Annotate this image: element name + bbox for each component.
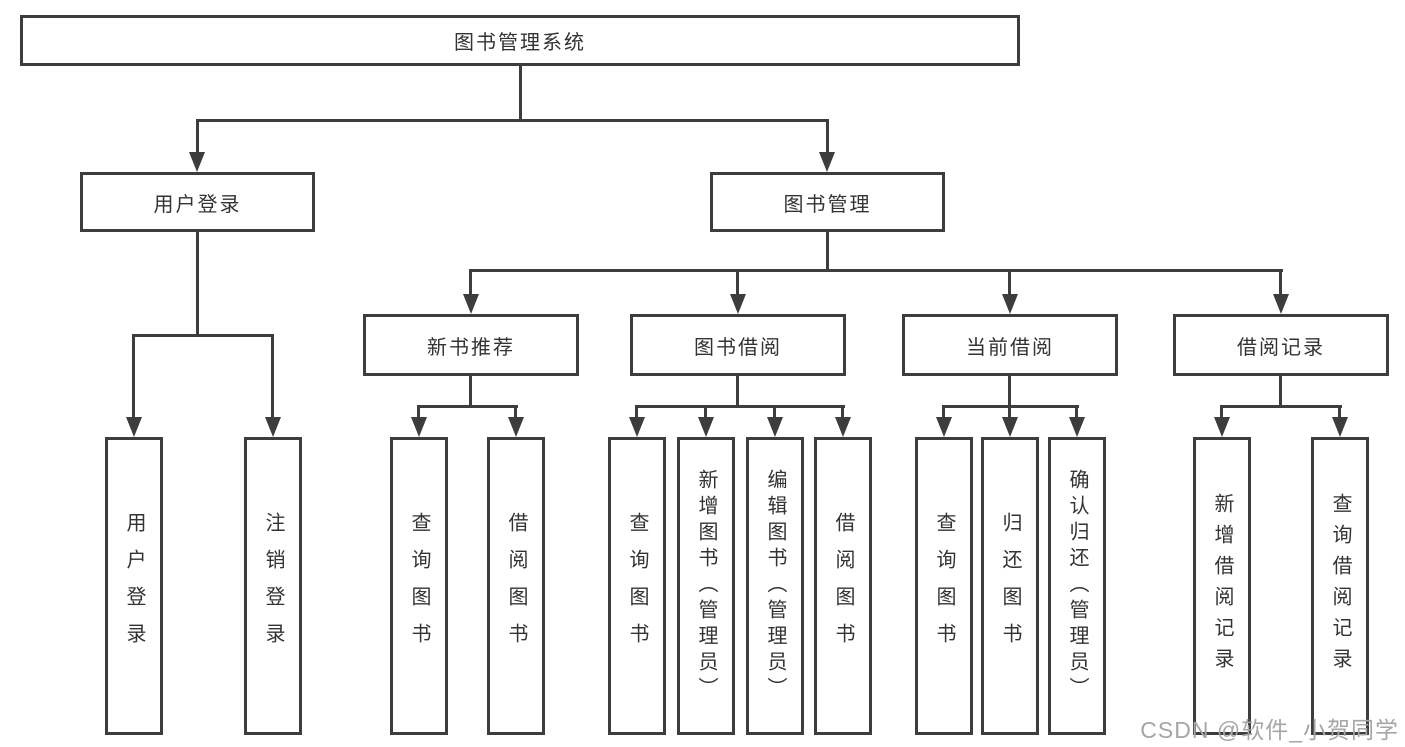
arrowhead-down-icon <box>411 417 427 437</box>
leaf-label: 查询图书 <box>626 512 648 660</box>
node-user-login: 用户登录 <box>80 172 315 232</box>
connector-line <box>826 119 829 154</box>
csdn-watermark: CSDN @软件_小贺同学 <box>1140 717 1399 743</box>
connector-line <box>196 232 199 337</box>
arrowhead-down-icon <box>1214 417 1230 437</box>
arrowhead-down-icon <box>629 417 645 437</box>
arrowhead-down-icon <box>1002 294 1018 314</box>
node-new-book-recommend-label: 新书推荐 <box>427 336 515 359</box>
connector-line <box>1008 269 1011 296</box>
connector-line <box>704 405 707 419</box>
connector-line <box>196 119 829 122</box>
node-borrow-records-label: 借阅记录 <box>1237 336 1325 359</box>
leaf-logout: 注销登录 <box>244 437 302 735</box>
leaf-user-login: 用户登录 <box>105 437 163 735</box>
connector-line <box>736 269 739 296</box>
connector-line <box>132 334 135 418</box>
leaf-label: 归还图书 <box>999 512 1021 660</box>
connector-line <box>635 405 638 419</box>
arrowhead-down-icon <box>1002 417 1018 437</box>
leaf-search-books: 查询图书 <box>390 437 448 735</box>
leaf-label: 查询借阅记录 <box>1329 493 1351 679</box>
node-book-borrow-label: 图书借阅 <box>694 336 782 359</box>
node-user-login-label: 用户登录 <box>153 193 242 216</box>
leaf-label: 编辑图书（管理员） <box>764 469 786 703</box>
connector-line <box>773 405 776 419</box>
arrowhead-down-icon <box>265 417 281 437</box>
node-current-borrow-label: 当前借阅 <box>966 336 1054 359</box>
arrowhead-down-icon <box>1273 294 1289 314</box>
connector-line <box>1338 405 1341 419</box>
leaf-confirm-return-admin: 确认归还（管理员） <box>1048 437 1106 735</box>
connector-line <box>1008 376 1011 408</box>
arrowhead-down-icon <box>463 294 479 314</box>
leaf-borrow-books: 借阅图书 <box>814 437 872 735</box>
leaf-borrow-books: 借阅图书 <box>487 437 545 735</box>
node-root-label: 图书管理系统 <box>454 32 586 54</box>
leaf-label: 查询图书 <box>933 512 955 660</box>
arrowhead-down-icon <box>1069 417 1085 437</box>
node-book-management: 图书管理 <box>710 172 945 232</box>
arrowhead-down-icon <box>508 417 524 437</box>
connector-line <box>635 405 845 408</box>
connector-line <box>1220 405 1342 408</box>
arrowhead-down-icon <box>189 152 205 172</box>
connector-line <box>942 405 945 419</box>
connector-line <box>417 405 518 408</box>
leaf-add-books-admin: 新增图书（管理员） <box>677 437 735 735</box>
connector-line <box>826 232 829 272</box>
node-book-borrow: 图书借阅 <box>630 314 846 376</box>
node-current-borrow: 当前借阅 <box>902 314 1118 376</box>
leaf-label: 注销登录 <box>262 512 284 660</box>
connector-line <box>469 269 472 296</box>
connector-line <box>196 119 199 154</box>
arrowhead-down-icon <box>126 417 142 437</box>
leaf-search-borrow-record: 查询借阅记录 <box>1311 437 1369 735</box>
arrowhead-down-icon <box>835 417 851 437</box>
connector-line <box>1008 405 1011 419</box>
arrowhead-down-icon <box>730 294 746 314</box>
connector-line <box>1279 376 1282 408</box>
arrowhead-down-icon <box>936 417 952 437</box>
leaf-edit-books-admin: 编辑图书（管理员） <box>746 437 804 735</box>
leaf-label: 确认归还（管理员） <box>1066 469 1088 703</box>
connector-line <box>132 334 274 337</box>
leaf-search-books: 查询图书 <box>915 437 973 735</box>
connector-line <box>519 66 522 122</box>
leaf-label: 新增图书（管理员） <box>695 469 717 703</box>
node-borrow-records: 借阅记录 <box>1173 314 1389 376</box>
leaf-search-books: 查询图书 <box>608 437 666 735</box>
arrowhead-down-icon <box>698 417 714 437</box>
leaf-label: 借阅图书 <box>832 512 854 660</box>
leaf-label: 新增借阅记录 <box>1211 493 1233 679</box>
leaf-return-books: 归还图书 <box>981 437 1039 735</box>
connector-line <box>469 269 1283 272</box>
connector-line <box>841 405 844 419</box>
leaf-label: 用户登录 <box>123 512 145 660</box>
leaf-label: 查询图书 <box>408 512 430 660</box>
connector-line <box>271 334 274 418</box>
arrowhead-down-icon <box>1332 417 1348 437</box>
node-root: 图书管理系统 <box>20 15 1020 66</box>
connector-line <box>1279 269 1282 296</box>
arrowhead-down-icon <box>767 417 783 437</box>
node-book-management-label: 图书管理 <box>783 193 872 216</box>
connector-line <box>1220 405 1223 419</box>
leaf-label: 借阅图书 <box>505 512 527 660</box>
connector-line <box>514 405 517 419</box>
connector-line <box>417 405 420 419</box>
node-new-book-recommend: 新书推荐 <box>363 314 579 376</box>
leaf-add-borrow-record: 新增借阅记录 <box>1193 437 1251 735</box>
arrowhead-down-icon <box>819 152 835 172</box>
connector-line <box>469 376 472 408</box>
connector-line <box>736 376 739 408</box>
connector-line <box>1075 405 1078 419</box>
